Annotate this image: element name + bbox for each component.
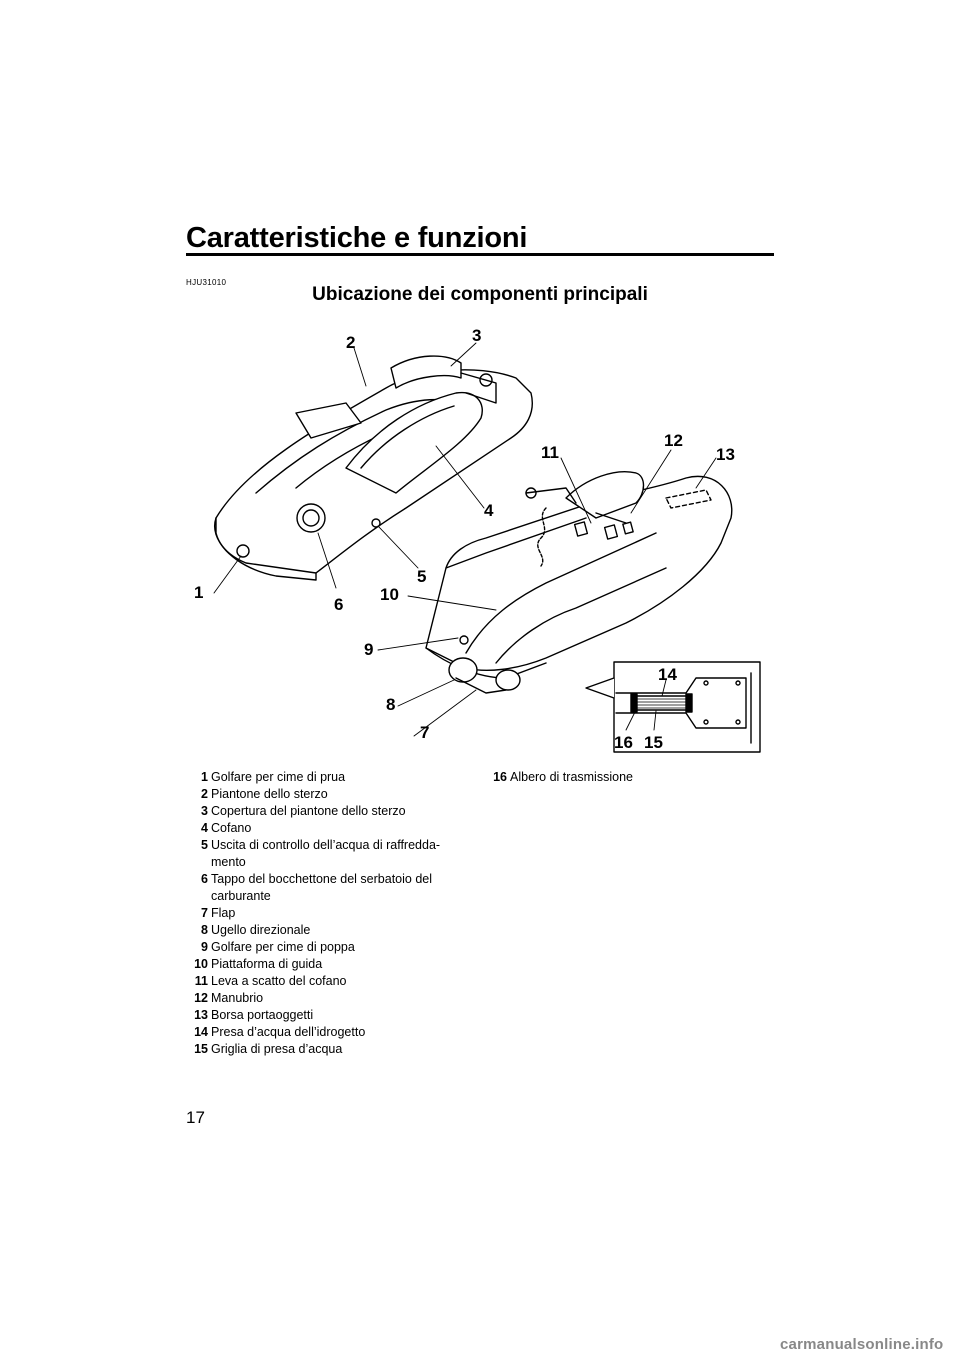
legend-text: Ugello direzionale [211, 923, 311, 937]
legend-number: 13 [194, 1008, 208, 1022]
legend-number: 8 [201, 923, 208, 937]
legend-number: 4 [201, 821, 208, 835]
legend-text: Flap [211, 906, 236, 920]
callout-1: 1 [194, 583, 203, 602]
callout-16: 16 [614, 733, 633, 752]
page-number: 17 [186, 1108, 205, 1127]
legend-text: Griglia di presa d’acqua [211, 1042, 343, 1056]
legend-text: Tappo del bocchettone del serbatoio del … [211, 872, 432, 903]
callout-15: 15 [644, 733, 663, 752]
legend-text: Leva a scatto del cofano [211, 974, 347, 988]
legend-number: 7 [201, 906, 208, 920]
legend-text: Uscita di controllo dell’acqua di raffre… [211, 838, 441, 869]
legend-number: 6 [201, 872, 208, 886]
legend-text: Golfare per cime di prua [211, 770, 346, 784]
chapter-rule [186, 253, 774, 256]
watercraft-illustration: 1 2 3 4 5 6 7 8 9 10 11 12 13 14 15 16 [186, 318, 774, 758]
callout-2: 2 [346, 333, 355, 352]
legend-text: Piattaforma di guida [211, 957, 323, 971]
legend-number: 16 [493, 770, 507, 784]
legend-number: 12 [194, 991, 208, 1005]
legend-number: 9 [201, 940, 208, 954]
callout-8: 8 [386, 695, 395, 714]
legend-text: Golfare per cime di poppa [211, 940, 355, 954]
section-title: Ubicazione dei componenti principali [312, 284, 648, 305]
legend-number: 3 [201, 804, 208, 818]
legend-number: 1 [201, 770, 208, 784]
legend-number: 15 [194, 1042, 208, 1056]
callout-14: 14 [658, 665, 677, 684]
callout-12: 12 [664, 431, 683, 450]
callout-13: 13 [716, 445, 735, 464]
legend-number: 11 [194, 974, 208, 988]
legend-text: Albero di trasmissione [510, 770, 633, 784]
watermark: carmanualsonline.info [780, 1336, 944, 1353]
callout-9: 9 [364, 640, 373, 659]
legend-number: 5 [201, 838, 208, 852]
legend-text: Presa d’acqua dell’idrogetto [211, 1025, 366, 1039]
callout-6: 6 [334, 595, 343, 614]
section-code: HJU31010 [186, 278, 227, 287]
legend-text: Cofano [211, 821, 252, 835]
callout-10: 10 [380, 585, 399, 604]
legend-text: Manubrio [211, 991, 264, 1005]
legend-text: Piantone dello sterzo [211, 787, 328, 801]
callout-11: 11 [541, 443, 559, 462]
legend-number: 14 [194, 1025, 208, 1039]
callout-5: 5 [417, 567, 426, 586]
legend-number: 2 [201, 787, 208, 801]
legend-text: Borsa portaoggetti [211, 1008, 314, 1022]
chapter-title: Caratteristiche e funzioni [186, 222, 528, 254]
callout-4: 4 [484, 501, 494, 520]
legend-text: Copertura del piantone dello sterzo [211, 804, 406, 818]
callout-7: 7 [420, 723, 429, 742]
legend-number: 10 [194, 957, 208, 971]
callout-3: 3 [472, 326, 481, 345]
